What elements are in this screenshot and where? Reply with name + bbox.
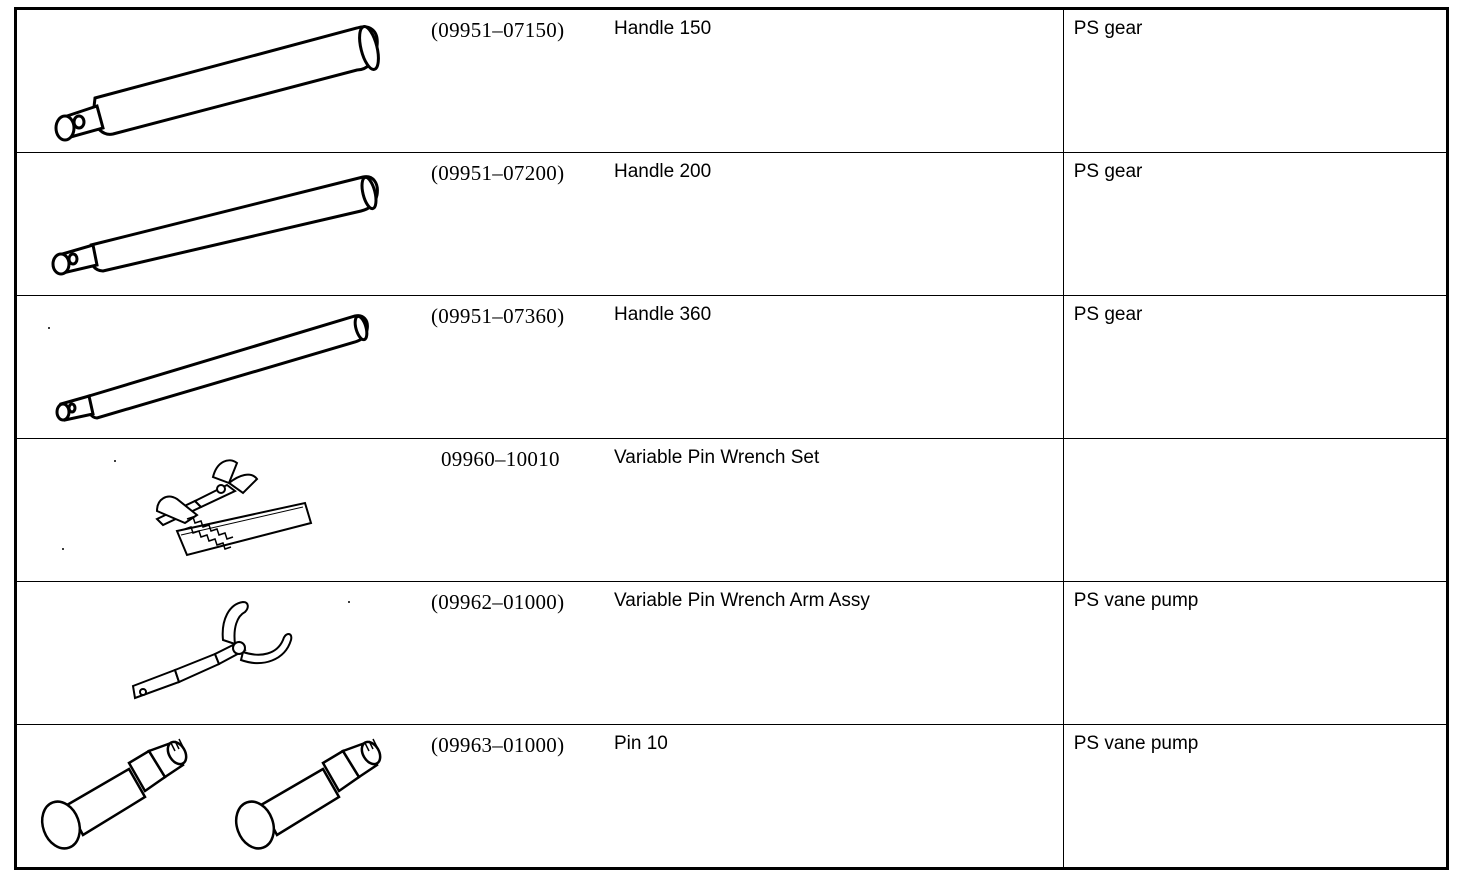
handle-150-illustration: [54, 25, 380, 142]
use-cell: PS vane pump: [1062, 724, 1448, 868]
part-use: PS gear: [1073, 304, 1143, 325]
table-row: (09962–01000) Variable Pin Wrench Arm As…: [16, 581, 1448, 725]
use-cell: [1062, 438, 1448, 582]
part-use: PS gear: [1073, 18, 1143, 39]
sst-table: (09951–07150) Handle 150 PS gear: [14, 7, 1449, 870]
part-name: Variable Pin Wrench Arm Assy: [614, 590, 870, 611]
pin-wrench-set-illustration: [62, 459, 313, 557]
tool-cell: (09963–01000) Pin 10: [16, 724, 1064, 868]
part-use: PS gear: [1073, 161, 1143, 182]
tool-cell: (09962–01000) Variable Pin Wrench Arm As…: [16, 581, 1064, 725]
table-row: (09951–07360) Handle 360 PS gear: [16, 295, 1448, 439]
part-number: (09963–01000): [431, 733, 565, 757]
part-number: (09962–01000): [431, 590, 565, 614]
tool-cell: 09960–10010 Variable Pin Wrench Set: [16, 438, 1064, 582]
part-number: (09951–07200): [431, 161, 565, 185]
use-cell: PS vane pump: [1062, 581, 1448, 725]
table-row: (09951–07200) Handle 200 PS gear: [16, 152, 1448, 296]
part-name: Handle 150: [614, 18, 712, 39]
handle-200-illustration: [51, 175, 379, 276]
part-number: 09960–10010: [441, 447, 560, 471]
pin-10-illustration: [40, 738, 382, 850]
part-name: Variable Pin Wrench Set: [614, 447, 820, 468]
part-name: Handle 200: [614, 161, 712, 182]
pin-wrench-arm-illustration: [131, 600, 350, 700]
table-row: (09963–01000) Pin 10 PS vane pump: [16, 724, 1448, 868]
tool-cell: (09951–07360) Handle 360: [16, 295, 1064, 439]
tool-cell: (09951–07200) Handle 200: [16, 152, 1064, 296]
use-cell: PS gear: [1062, 295, 1448, 439]
handle-360-illustration: [48, 314, 369, 422]
part-name: Handle 360: [614, 304, 712, 325]
table-row: (09951–07150) Handle 150 PS gear: [16, 9, 1448, 153]
part-number: (09951–07360): [431, 304, 565, 328]
part-name: Pin 10: [614, 733, 668, 754]
part-number: (09951–07150): [431, 18, 565, 42]
part-use: PS vane pump: [1073, 733, 1199, 754]
use-cell: PS gear: [1062, 152, 1448, 296]
part-use: PS vane pump: [1073, 590, 1199, 611]
table-row: 09960–10010 Variable Pin Wrench Set: [16, 438, 1448, 582]
tool-cell: (09951–07150) Handle 150: [16, 9, 1064, 153]
use-cell: PS gear: [1062, 9, 1448, 153]
